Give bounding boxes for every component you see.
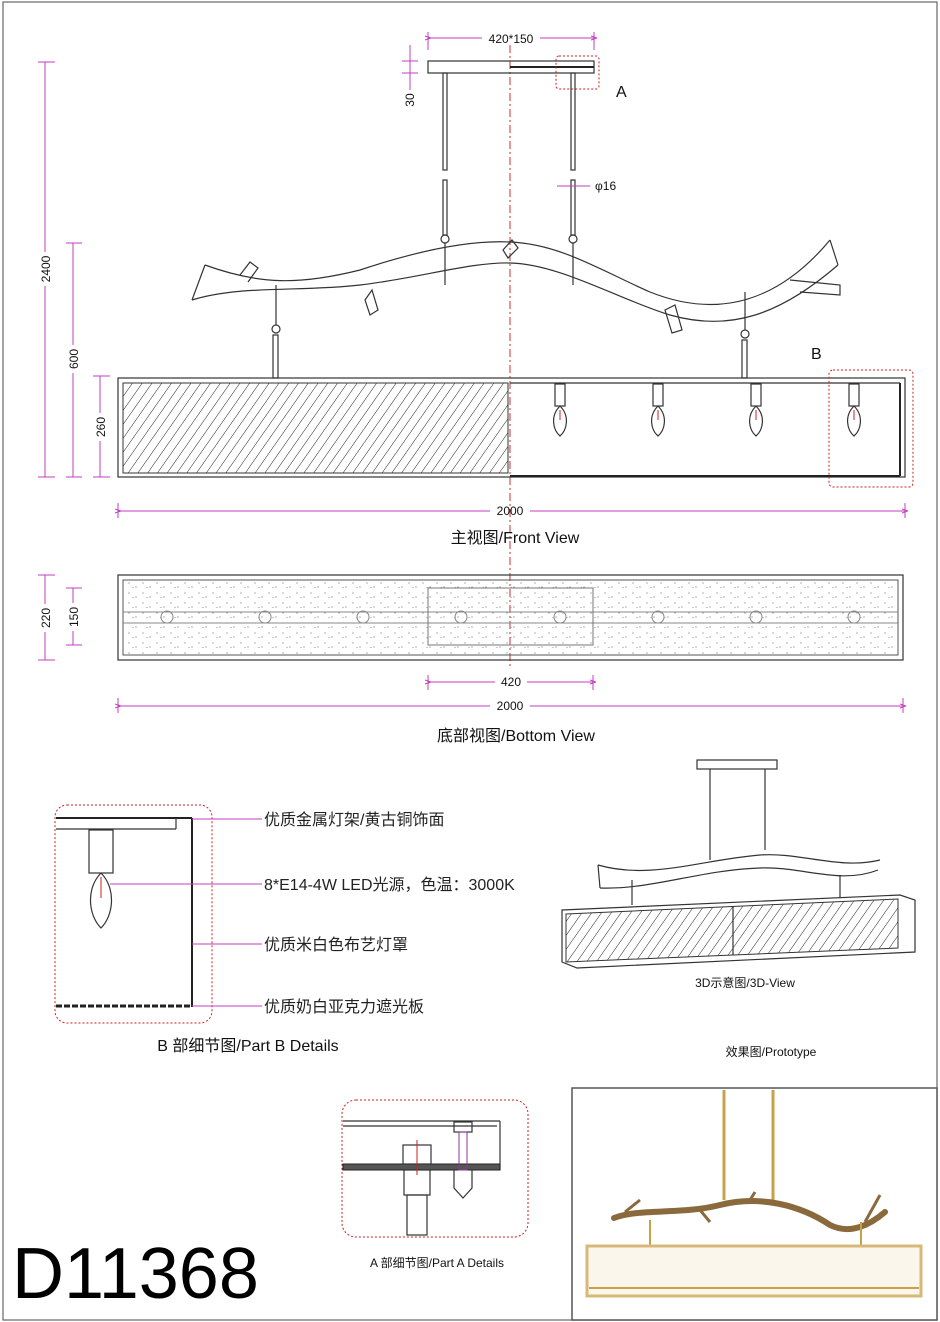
- dim-canopy-width: 420: [501, 675, 521, 689]
- canopy-outline: [427, 587, 594, 646]
- bottom-view-caption: 底部视图/Bottom View: [437, 727, 595, 745]
- callout-a: A: [616, 84, 627, 101]
- prototype-caption: 效果图/Prototype: [726, 1044, 817, 1059]
- candle-bulb: [89, 872, 113, 929]
- detail-a-marker: [555, 55, 600, 90]
- detail-b-outline: [54, 804, 213, 1024]
- suspension-rods: [440, 72, 578, 285]
- model-number: D11368: [12, 1234, 259, 1314]
- dim-width: 2000: [497, 504, 524, 518]
- view-3d: 3D示意图/3D-View: [561, 759, 916, 990]
- detail-b-marker: [828, 369, 914, 488]
- prototype-photo: [571, 1087, 938, 1321]
- part-b-caption: B 部细节图/Part B Details: [157, 1037, 338, 1055]
- label-acrylic-diffuser: 优质奶白亚克力遮光板: [264, 998, 424, 1016]
- dim-shade-height: 260: [94, 417, 108, 437]
- dim-branch-drop: 600: [67, 349, 81, 369]
- bottom-view: 220 150 420 2000 底部视图/Bottom View: [38, 574, 904, 745]
- dim-canopy: 420*150: [489, 32, 534, 46]
- fabric-shade-hatch: [122, 382, 509, 474]
- detail-a-outline: [341, 1099, 529, 1238]
- front-view-caption: 主视图/Front View: [451, 529, 580, 547]
- front-view: A: [38, 32, 914, 668]
- callout-b: B: [811, 346, 822, 363]
- dim-canopy-height: 30: [403, 93, 417, 107]
- branch: [191, 239, 841, 379]
- bulbs: [553, 383, 861, 437]
- part-a-details: A 部细节图/Part A Details: [341, 1099, 529, 1270]
- label-metal-frame: 优质金属灯架/黄古铜饰面: [264, 811, 444, 829]
- label-light-source: 8*E14-4W LED光源，色温：3000K: [264, 876, 515, 894]
- acrylic-panel: [122, 579, 899, 656]
- bottom-frame: [117, 574, 904, 661]
- dim-depth: 220: [39, 608, 53, 628]
- front-dimensions: 420*150 30 φ16 2400 600 260 2000: [38, 32, 905, 518]
- dim-total-height: 2400: [39, 255, 53, 282]
- part-b-details: 优质金属灯架/黄古铜饰面 8*E14-4W LED光源，色温：3000K 优质米…: [54, 804, 515, 1055]
- label-fabric-shade: 优质米白色布艺灯罩: [264, 936, 408, 954]
- dim-inner-depth: 150: [67, 607, 81, 627]
- part-a-caption: A 部细节图/Part A Details: [370, 1255, 504, 1270]
- dim-rod-diameter: φ16: [595, 179, 616, 193]
- 3d-view-caption: 3D示意图/3D-View: [695, 975, 795, 990]
- bulb-positions: [160, 610, 861, 624]
- dim-bottom-width: 2000: [497, 699, 524, 713]
- bulb-socket: [88, 829, 114, 874]
